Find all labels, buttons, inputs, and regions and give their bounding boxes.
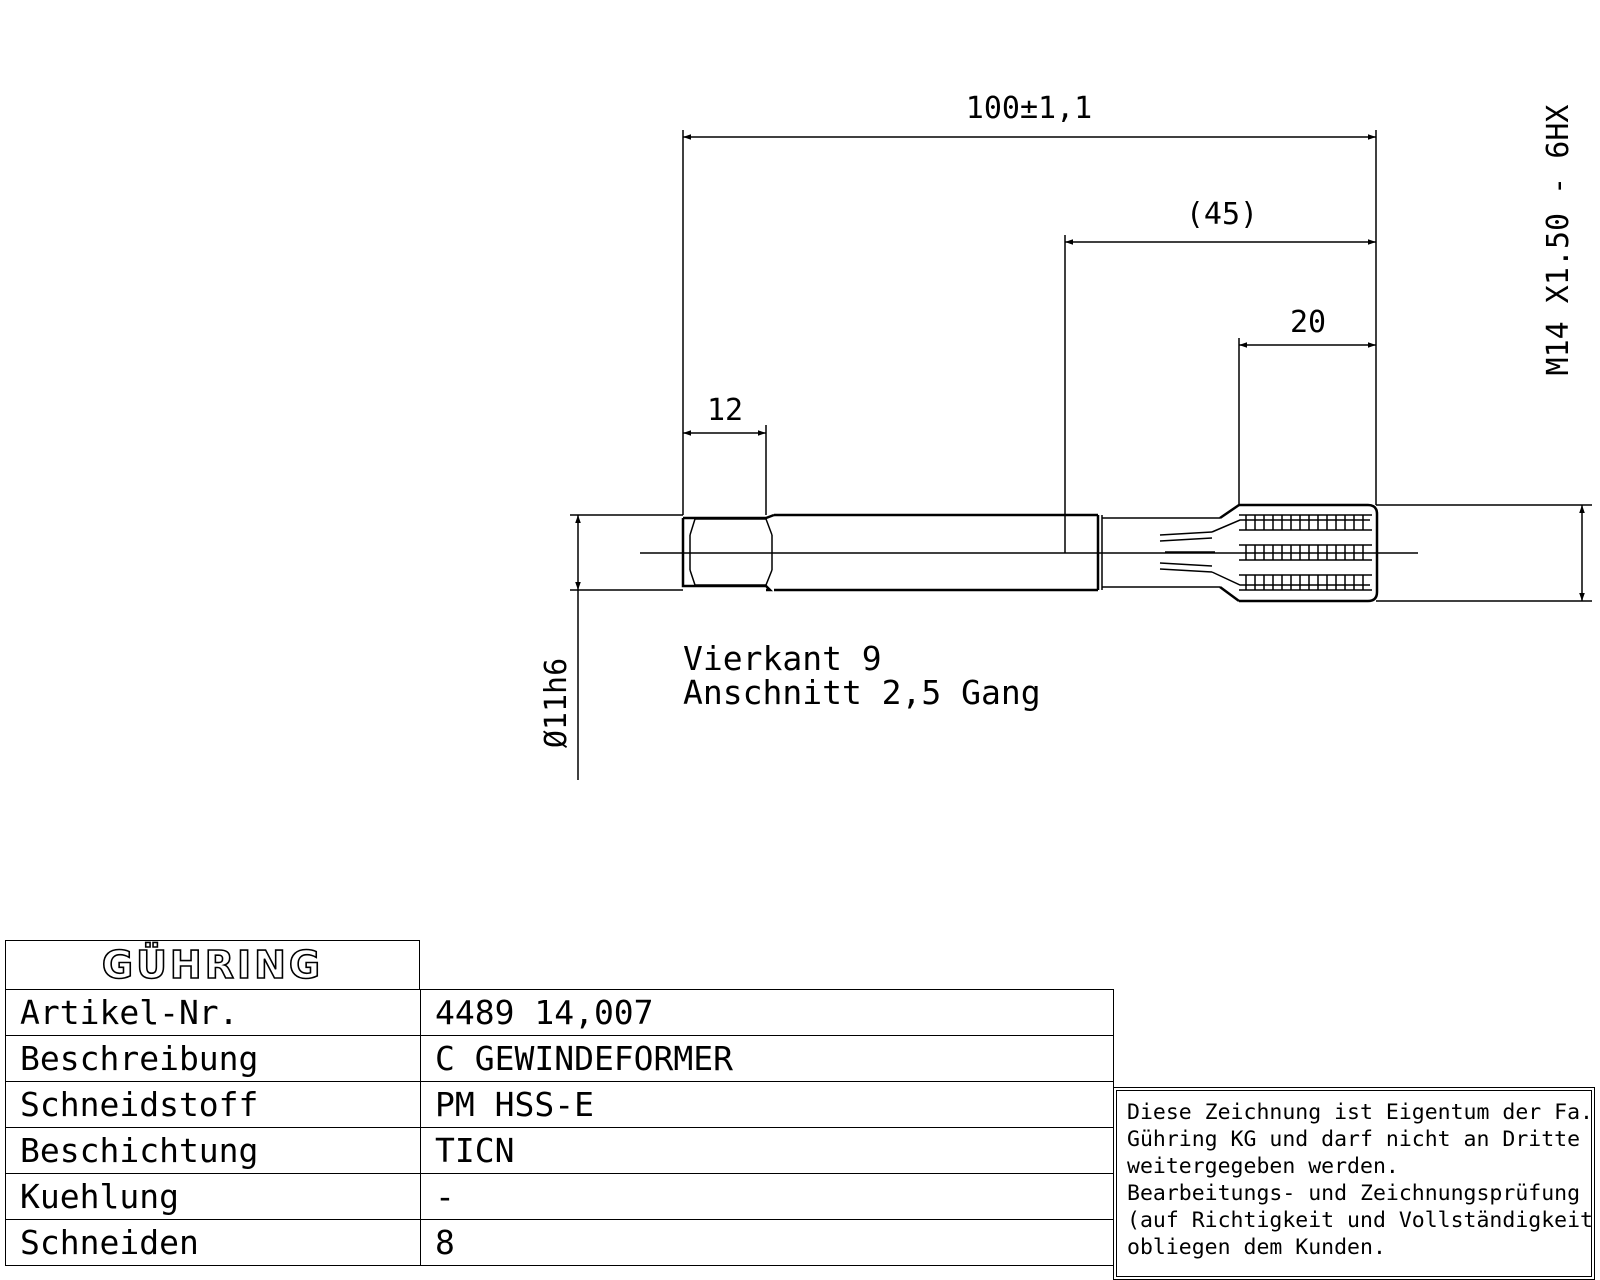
notice-line: Bearbeitungs- und Zeichnungsprüfung	[1127, 1181, 1581, 1206]
value-schneidstoff: PM HSS-E	[420, 1081, 1114, 1128]
dim-thread-length: 20	[1290, 305, 1326, 340]
extension-lines	[570, 130, 1592, 780]
table-row: Beschichtung TICN	[5, 1127, 1114, 1174]
notice-line: Gühring KG und darf nicht an Dritte	[1127, 1127, 1581, 1152]
value-beschreibung: C GEWINDEFORMER	[420, 1035, 1114, 1082]
table-row: Schneidstoff PM HSS-E	[5, 1081, 1114, 1128]
value-beschichtung: TICN	[420, 1127, 1114, 1174]
label-beschichtung: Beschichtung	[5, 1127, 421, 1174]
value-artikel-nr: 4489 14,007	[420, 989, 1114, 1036]
notice-line: (auf Richtigkeit und Vollständigkeit)	[1127, 1208, 1595, 1233]
dim-neck-length: (45)	[1186, 197, 1258, 232]
label-artikel-nr: Artikel-Nr.	[5, 989, 421, 1036]
table-row: Schneiden 8	[5, 1219, 1114, 1266]
tool-body	[681, 503, 1379, 603]
table-row: Kuehlung -	[5, 1173, 1114, 1220]
value-kuehlung: -	[420, 1173, 1114, 1220]
dimension-lines	[575, 134, 1585, 601]
shank-diameter: Ø11h6	[539, 658, 574, 748]
thread-spec: M14 X1.50 - 6HX	[1541, 105, 1576, 376]
table-row: Beschreibung C GEWINDEFORMER	[5, 1035, 1114, 1082]
dim-square-length: 12	[707, 393, 743, 428]
notice-line: Diese Zeichnung ist Eigentum der Fa.	[1127, 1100, 1593, 1125]
notice-line: obliegen dem Kunden.	[1127, 1235, 1386, 1260]
dim-overall-length: 100±1,1	[966, 91, 1092, 126]
note-square: Vierkant 9	[683, 639, 882, 678]
value-schneiden: 8	[420, 1219, 1114, 1266]
note-chamfer: Anschnitt 2,5 Gang	[683, 673, 1041, 712]
label-schneiden: Schneiden	[5, 1219, 421, 1266]
tool-drawing: 100±1,1 (45) 20 12 M14 X1.50 - 6HX Ø11h6…	[539, 91, 1592, 780]
label-schneidstoff: Schneidstoff	[5, 1081, 421, 1128]
label-beschreibung: Beschreibung	[5, 1035, 421, 1082]
notice-line: weitergegeben werden.	[1127, 1154, 1399, 1179]
spec-table: Artikel-Nr. 4489 14,007 Beschreibung C G…	[5, 989, 1114, 1266]
guehring-logo: GÜHRING	[101, 942, 324, 988]
logo-cell: GÜHRING	[5, 940, 420, 990]
ownership-notice: Diese Zeichnung ist Eigentum der Fa. Güh…	[1113, 1087, 1595, 1280]
table-row: Artikel-Nr. 4489 14,007	[5, 989, 1114, 1036]
label-kuehlung: Kuehlung	[5, 1173, 421, 1220]
